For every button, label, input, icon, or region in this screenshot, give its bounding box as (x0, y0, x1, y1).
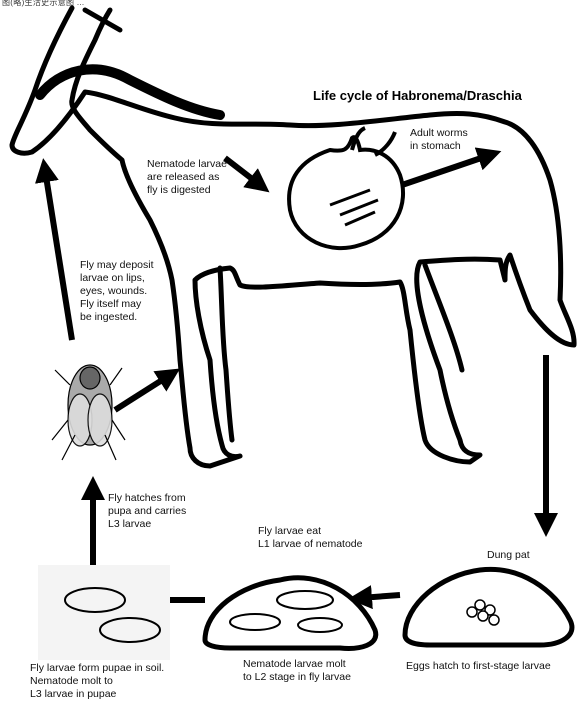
label-pupae-soil: Fly larvae form pupae in soil. Nematode … (30, 662, 164, 701)
label-adult-worms: Adult worms in stomach (410, 127, 468, 153)
fly-drawing (52, 365, 125, 460)
arrow-fly-to-legs (115, 375, 170, 410)
label-molt-l2: Nematode larvae molt to L2 stage in fly … (243, 658, 351, 684)
arrow-stomach-to-dung (402, 155, 490, 185)
dung-pat-right (405, 569, 572, 645)
label-larvae-released: Nematode larvae are released as fly is d… (147, 158, 227, 197)
label-fly-deposit: Fly may deposit larvae on lips, eyes, wo… (80, 259, 154, 324)
arrow-mane-to-stomach (225, 158, 260, 185)
arrow-dung-to-fly-larvae (360, 595, 400, 598)
horse-mane (40, 69, 220, 115)
label-fly-larvae-eat: Fly larvae eat L1 larvae of nematode (258, 525, 363, 551)
label-fly-hatches: Fly hatches from pupa and carries L3 lar… (108, 492, 186, 531)
stomach (289, 128, 403, 248)
diagram-title: Life cycle of Habronema/Draschia (313, 88, 522, 103)
label-eggs-hatch: Eggs hatch to first-stage larvae (406, 660, 551, 673)
dung-pat-soil (38, 565, 170, 660)
label-dung-pat: Dung pat (487, 549, 530, 562)
arrow-fly-to-head (45, 170, 72, 340)
dung-pat-middle (205, 578, 376, 649)
